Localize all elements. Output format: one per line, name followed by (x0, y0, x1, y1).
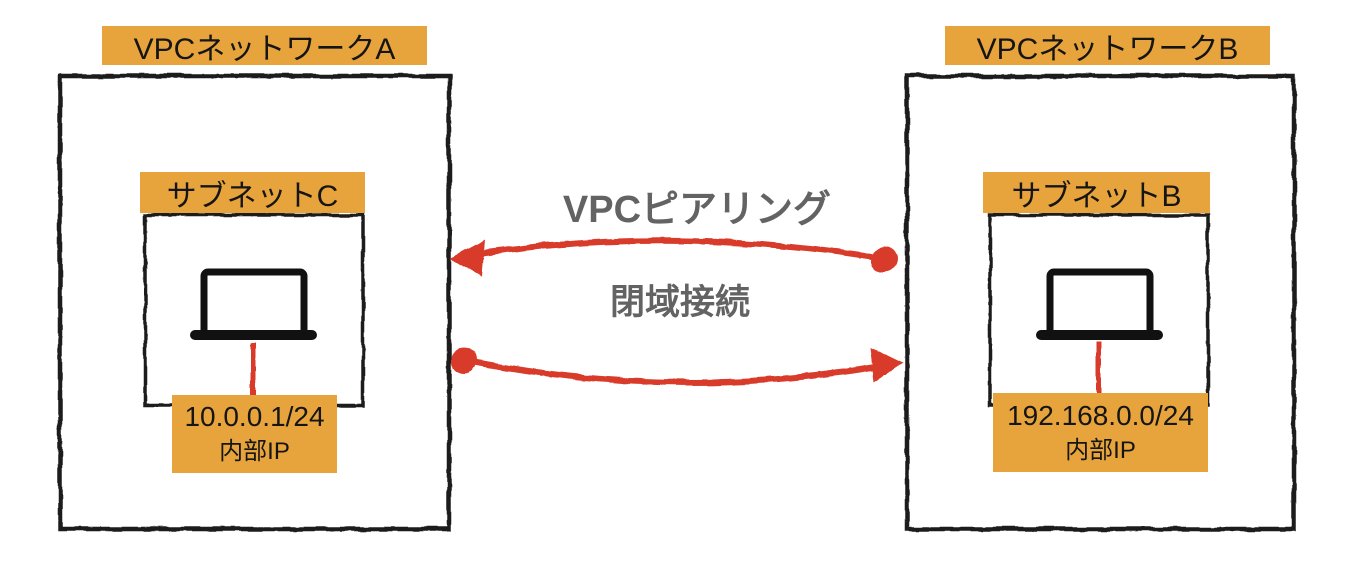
vpc-b-cidr: 192.168.0.0/24 (1007, 399, 1194, 431)
arrow-dot-icon (871, 246, 897, 272)
subnet-b-label: サブネットB (983, 172, 1210, 213)
peering-arrow-bottom (451, 347, 903, 386)
vpc-b-ip-type: 内部IP (1065, 436, 1136, 464)
subnet-c-label: サブネットC (140, 172, 365, 213)
vpc-a-cidr: 10.0.0.1/24 (184, 401, 325, 432)
closed-connection-caption: 閉域接続 (609, 283, 750, 322)
vpc-b-label: VPCネットワークB (945, 26, 1270, 66)
arrowhead-left-icon (450, 239, 485, 277)
arrow-dot-icon (451, 347, 477, 373)
vpc-a-ip-type: 内部IP (219, 438, 290, 465)
arrowhead-right-icon (870, 347, 903, 382)
laptop-icon (190, 268, 317, 340)
peering-arrow-top (450, 237, 897, 277)
vpc-a-label: VPCネットワークA (102, 26, 427, 66)
vpc-a-box (57, 73, 452, 532)
vpc-b-box (904, 73, 1297, 532)
vpc-peering-caption: VPCピアリング (562, 189, 832, 231)
laptop-icon (1036, 268, 1163, 340)
vpc-a-internal-ip-label: 10.0.0.1/24 内部IP (172, 395, 337, 473)
vpc-b-internal-ip-label: 192.168.0.0/24 内部IP (993, 393, 1208, 472)
